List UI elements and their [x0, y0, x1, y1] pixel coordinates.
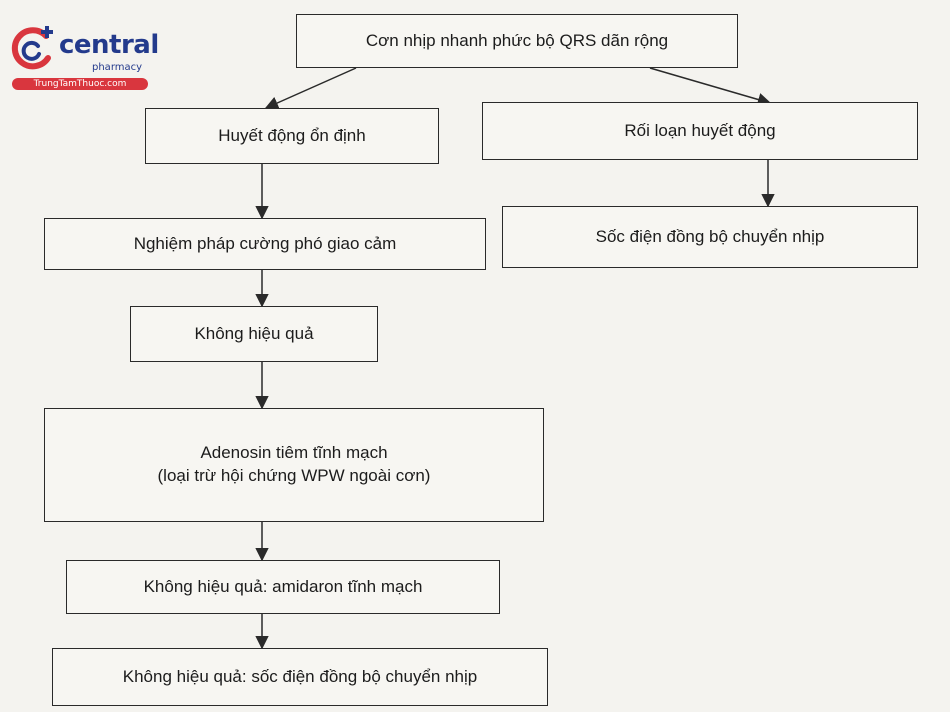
box-final: Không hiệu quả: sốc điện đồng bộ chuyển …: [52, 648, 548, 706]
box-root: Cơn nhịp nhanh phức bộ QRS dãn rộng: [296, 14, 738, 68]
box-unstable-shock-label: Sốc điện đồng bộ chuyển nhịp: [595, 226, 825, 246]
box-stable: Huyết động ổn định: [145, 108, 439, 164]
box-vagal-label: Nghiệm pháp cường phó giao cảm: [133, 233, 397, 253]
box-adenosine-line2: (loại trừ hội chứng WPW ngoài cơn): [157, 466, 431, 485]
box-unstable-shock: Sốc điện đồng bộ chuyển nhịp: [502, 206, 918, 268]
logo-brand-text: central: [59, 30, 159, 60]
central-pharmacy-logo: central pharmacy TrungTamThuoc.com: [6, 18, 159, 90]
box-stable-label: Huyết động ổn định: [218, 125, 366, 145]
arrow-root-to-unstable: [649, 67, 772, 107]
box-amiodarone: Không hiệu quả: amidaron tĩnh mạch: [66, 560, 500, 614]
logo-band: TrungTamThuoc.com: [12, 78, 148, 90]
box-final-label: Không hiệu quả: sốc điện đồng bộ chuyển …: [122, 666, 478, 686]
arrow-root-to-stable: [264, 67, 357, 110]
box-root-label: Cơn nhịp nhanh phức bộ QRS dãn rộng: [365, 30, 669, 50]
box-fail1-label: Không hiệu quả: [194, 323, 314, 343]
box-adenosine-line1: Adenosin tiêm tĩnh mạch: [200, 443, 388, 463]
central-logo-icon: [11, 26, 53, 70]
box-adenosine: Adenosin tiêm tĩnh mạch (loại trừ hội ch…: [44, 408, 544, 522]
box-vagal: Nghiệm pháp cường phó giao cảm: [44, 218, 486, 270]
box-unstable: Rối loạn huyết động: [482, 102, 918, 160]
box-unstable-label: Rối loạn huyết động: [624, 120, 776, 140]
logo-sub-text: pharmacy: [92, 62, 143, 73]
box-fail1: Không hiệu quả: [130, 306, 378, 362]
box-amiodarone-label: Không hiệu quả: amidaron tĩnh mạch: [143, 576, 423, 596]
